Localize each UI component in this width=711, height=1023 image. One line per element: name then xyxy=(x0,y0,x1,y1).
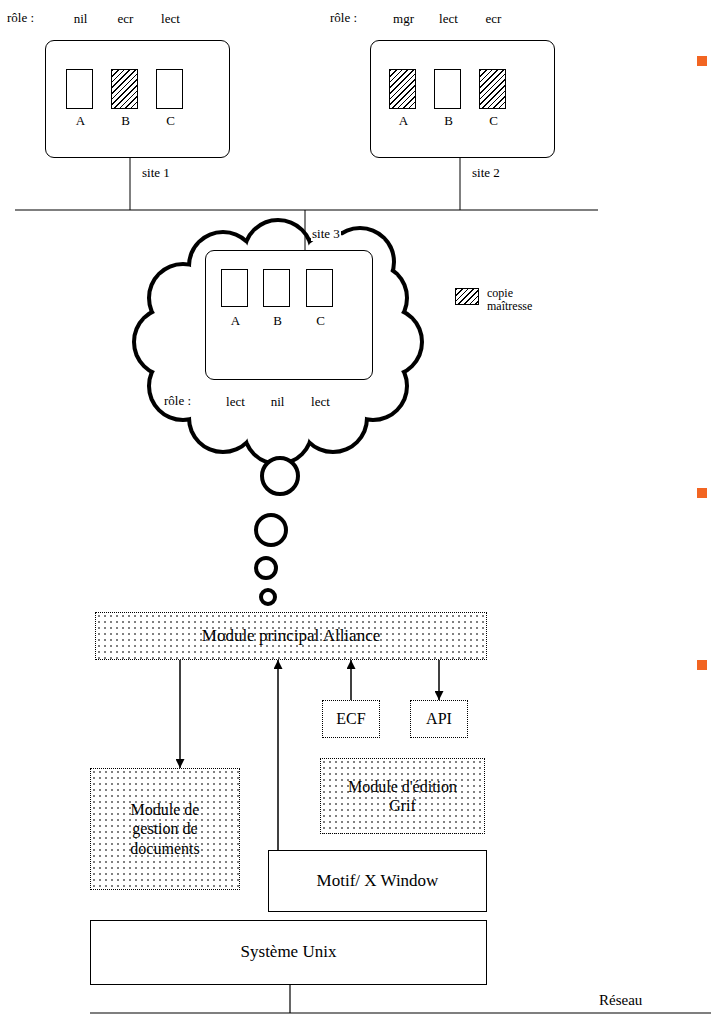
arrow-connector xyxy=(350,660,352,700)
cloud-fill xyxy=(136,222,420,462)
network-line xyxy=(15,209,598,210)
bullet-marks xyxy=(697,56,707,670)
replica-square: Clect xyxy=(306,269,333,307)
role-label: lect xyxy=(295,395,346,409)
replica-square: Bnil xyxy=(263,269,290,307)
module-label: Système Unix xyxy=(241,942,337,962)
layer-box: Motif/ X Window xyxy=(268,850,487,912)
site-label: rôle : xyxy=(6,11,35,25)
module-label: Module de gestion de documents xyxy=(110,800,220,858)
role-label: lect xyxy=(145,12,196,26)
site-label: rôle : xyxy=(329,11,358,25)
role-label: ecr xyxy=(100,12,151,26)
legend-label: copie maîtresse xyxy=(486,287,550,313)
site-label: rôle : xyxy=(163,394,192,408)
site-label: site 2 xyxy=(471,166,501,180)
cloud-outline xyxy=(136,222,420,462)
module-box: Module d'édition Grif xyxy=(320,758,485,834)
replica-letter: C xyxy=(295,314,346,328)
module-label: Module principal Alliance xyxy=(202,626,380,646)
module-box: Module principal Alliance xyxy=(95,612,487,660)
replica-letter: C xyxy=(468,114,519,128)
network-line xyxy=(90,1012,711,1013)
role-label: nil xyxy=(55,12,106,26)
replica-letter: A xyxy=(55,114,106,128)
replica-square: ecrB xyxy=(111,69,138,109)
arrow-connector xyxy=(438,660,440,700)
role-label: nil xyxy=(252,395,303,409)
site-label: site 1 xyxy=(141,166,171,180)
module-label: Motif/ X Window xyxy=(317,871,439,891)
role-label: ecr xyxy=(468,12,519,26)
site-box: rôle :site 1nilAecrBlectC xyxy=(45,40,230,158)
replica-square: mgrA xyxy=(389,69,416,109)
replica-letter: B xyxy=(100,114,151,128)
network-link xyxy=(289,985,290,1013)
replica-letter: B xyxy=(423,114,474,128)
module-label: ECF xyxy=(336,709,365,728)
role-label: mgr xyxy=(378,12,429,26)
site-link xyxy=(305,210,306,250)
replica-square: nilA xyxy=(66,69,93,109)
replica-square: lectB xyxy=(434,69,461,109)
replica-square: lectC xyxy=(156,69,183,109)
site-label: site 3 xyxy=(311,227,341,241)
site-link xyxy=(130,158,131,210)
module-label: API xyxy=(426,709,452,728)
replica-square: Alect xyxy=(221,269,248,307)
module-box: Module de gestion de documents xyxy=(90,768,240,890)
arrow-connector xyxy=(179,660,181,768)
interface-box: API xyxy=(410,700,468,738)
layer-box: Système Unix xyxy=(90,920,487,985)
module-label: Module d'édition Grif xyxy=(348,777,458,815)
thought-bubbles xyxy=(256,458,298,604)
network-label: Réseau xyxy=(598,992,643,1009)
site-box: site 3rôle :AlectBnilClect xyxy=(205,250,373,380)
replica-letter: A xyxy=(210,314,261,328)
interface-box: ECF xyxy=(322,700,380,738)
arrow-connector xyxy=(277,660,279,850)
replica-letter: A xyxy=(378,114,429,128)
replica-letter: B xyxy=(252,314,303,328)
role-label: lect xyxy=(423,12,474,26)
role-label: lect xyxy=(210,395,261,409)
site-box: rôle :site 2mgrAlectBecrC xyxy=(370,40,555,158)
replica-letter: C xyxy=(145,114,196,128)
site-link xyxy=(460,158,461,210)
replica-square: ecrC xyxy=(479,69,506,109)
legend-swatch xyxy=(455,288,479,305)
